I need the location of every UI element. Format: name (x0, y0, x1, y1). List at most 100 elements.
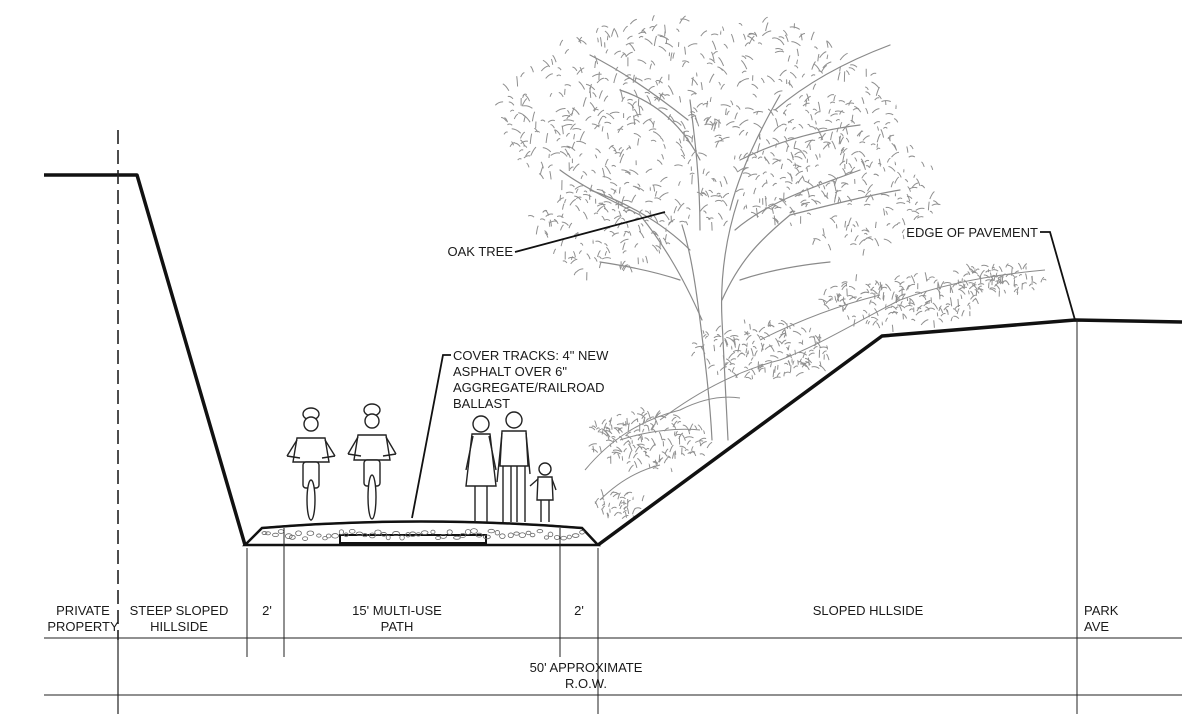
leaf-stroke (604, 30, 611, 38)
leaf-stroke (789, 206, 796, 216)
leaf-stroke (624, 77, 632, 81)
leaf-stroke (814, 63, 821, 72)
leaf-stroke (747, 154, 750, 162)
leaf-stroke (794, 156, 803, 160)
leaf-stroke (579, 153, 583, 157)
leaf-stroke (680, 18, 690, 22)
leaf-stroke (534, 127, 538, 133)
leaf-stroke (751, 156, 757, 159)
leaf-stroke (789, 210, 795, 214)
leaf-stroke (679, 445, 687, 450)
leaf-stroke (597, 37, 599, 43)
leaf-stroke (652, 428, 657, 434)
leaf-stroke (783, 327, 787, 337)
leaf-stroke (703, 334, 707, 338)
leaf-stroke (594, 154, 598, 159)
ballast-stone (470, 528, 478, 534)
leaf-stroke (1022, 282, 1027, 285)
leaf-stroke (1005, 273, 1011, 278)
leaf-stroke (604, 250, 608, 256)
leaf-stroke (857, 190, 866, 194)
leaf-stroke (694, 440, 704, 443)
leaf-stroke (826, 40, 829, 48)
leaf-stroke (851, 114, 854, 123)
leaf-stroke (953, 315, 960, 320)
ballast-stone (392, 531, 400, 536)
leaf-stroke (715, 325, 722, 332)
leaf-stroke (612, 449, 622, 453)
leaf-stroke (967, 302, 971, 306)
leaf-stroke (642, 118, 652, 125)
leaf-stroke (563, 119, 575, 122)
leaf-stroke (545, 213, 554, 217)
leaf-stroke (865, 195, 872, 203)
leaf-stroke (561, 221, 569, 226)
ballast-stone (374, 529, 382, 536)
leaf-stroke (562, 203, 565, 210)
labels: OAK TREE EDGE OF PAVEMENT COVER TRACKS: … (47, 225, 1118, 691)
leaf-stroke (768, 344, 775, 352)
leaf-stroke (823, 288, 827, 296)
leaf-stroke (804, 95, 811, 103)
leaf-stroke (875, 280, 880, 286)
leaf-stroke (655, 245, 662, 250)
leaf-stroke (970, 294, 976, 300)
leaf-stroke (851, 151, 859, 156)
leaf-stroke (550, 152, 561, 156)
leaf-stroke (756, 143, 761, 154)
leaf-stroke (933, 200, 939, 206)
leaf-stroke (556, 138, 561, 142)
leaf-stroke (530, 146, 537, 156)
leaf-stroke (603, 208, 609, 213)
leaf-stroke (724, 337, 729, 346)
leaf-stroke (509, 109, 515, 112)
leaf-stroke (713, 344, 716, 352)
leaf-stroke (814, 342, 820, 347)
leaf-stroke (943, 305, 949, 311)
leaf-stroke (623, 181, 630, 185)
leaf-stroke (913, 174, 916, 178)
leaf-stroke (594, 497, 600, 504)
leaf-stroke (564, 88, 566, 95)
leaf-stroke (689, 111, 696, 114)
leaf-stroke (809, 327, 812, 333)
leaf-stroke (814, 335, 820, 342)
leaf-stroke (749, 323, 751, 330)
leaf-stroke (631, 105, 634, 111)
leaf-stroke (753, 187, 757, 195)
leaf-stroke (632, 444, 636, 449)
leaf-stroke (839, 52, 848, 61)
leaf-stroke (924, 272, 928, 282)
leaf-stroke (716, 192, 721, 195)
leaf-stroke (729, 363, 736, 366)
leaf-stroke (750, 211, 759, 218)
leaf-stroke (616, 446, 623, 453)
leaf-stroke (906, 284, 910, 291)
leaf-stroke (689, 172, 695, 175)
leaf-stroke (705, 331, 710, 336)
leaf-stroke (691, 351, 696, 357)
leaf-stroke (653, 35, 657, 47)
leaf-stroke (794, 162, 797, 167)
leaf-stroke (865, 107, 869, 114)
leaf-stroke (866, 288, 870, 294)
leaf-stroke (865, 227, 868, 232)
leaf-stroke (582, 211, 588, 220)
leaf-stroke (681, 453, 686, 456)
leaf-stroke (566, 110, 570, 114)
leaf-stroke (842, 296, 845, 301)
leaf-stroke (595, 240, 603, 244)
leaf-stroke (687, 428, 691, 435)
leaf-stroke (818, 70, 824, 74)
leaf-stroke (624, 171, 631, 176)
leaf-stroke (849, 166, 856, 174)
leaf-stroke (880, 193, 890, 197)
leaf-stroke (494, 101, 504, 106)
leaf-stroke (839, 121, 843, 128)
leaf-stroke (687, 159, 692, 165)
leaf-stroke (572, 128, 582, 131)
leaf-stroke (621, 455, 624, 461)
leaf-stroke (664, 427, 669, 432)
leaf-stroke (592, 73, 602, 78)
leaf-stroke (604, 243, 608, 247)
